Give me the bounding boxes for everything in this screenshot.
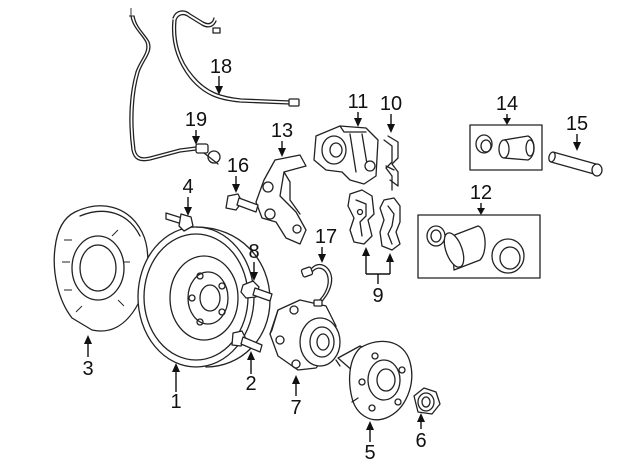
callout-1: 1: [170, 391, 181, 413]
callout-18: 18: [210, 56, 232, 78]
callout-10: 10: [380, 93, 402, 115]
callout-7: 7: [290, 397, 301, 419]
wheel-hub-part: [335, 340, 413, 421]
brake-caliper-part: [313, 125, 379, 185]
leader-lines: [84, 76, 581, 442]
bracket-bolt-part: [225, 193, 259, 213]
wear-sensor-part: [300, 263, 333, 307]
hub-bolt-upper-part: [240, 280, 273, 302]
caliper-bracket-part: [255, 154, 307, 245]
guide-pin-part: [548, 151, 603, 177]
callout-3: 3: [82, 358, 93, 380]
brake-pads-part: [347, 189, 401, 251]
piston-kit-part: [417, 214, 541, 279]
callout-17: 17: [315, 226, 337, 248]
callout-15: 15: [566, 113, 588, 135]
callout-2: 2: [245, 373, 256, 395]
brake-rotor-part: [137, 226, 271, 368]
dust-shield-part: [53, 205, 149, 332]
small-bolt-part: [165, 212, 194, 232]
callout-16: 16: [227, 155, 249, 177]
brake-hose-part: [171, 10, 300, 107]
hub-bolt-lower-part: [231, 330, 263, 353]
callout-12: 12: [470, 182, 492, 204]
callout-5: 5: [364, 442, 375, 464]
callout-13: 13: [271, 120, 293, 142]
callout-labels: 1 2 3 4 5 6 7 8 9 10 11 12 13 14 15 16 1…: [82, 56, 588, 464]
callout-11: 11: [348, 91, 369, 113]
callout-9: 9: [372, 285, 383, 307]
callout-19: 19: [185, 109, 207, 131]
callout-6: 6: [415, 430, 426, 452]
callout-4: 4: [182, 176, 193, 198]
callout-14: 14: [496, 93, 518, 115]
brake-line-part: [129, 8, 221, 165]
axle-nut-part: [413, 387, 441, 415]
boot-kit-part: [469, 124, 543, 171]
wheel-bearing-part: [269, 299, 341, 371]
callout-8: 8: [248, 241, 259, 263]
anti-rattle-spring-part: [383, 135, 399, 191]
